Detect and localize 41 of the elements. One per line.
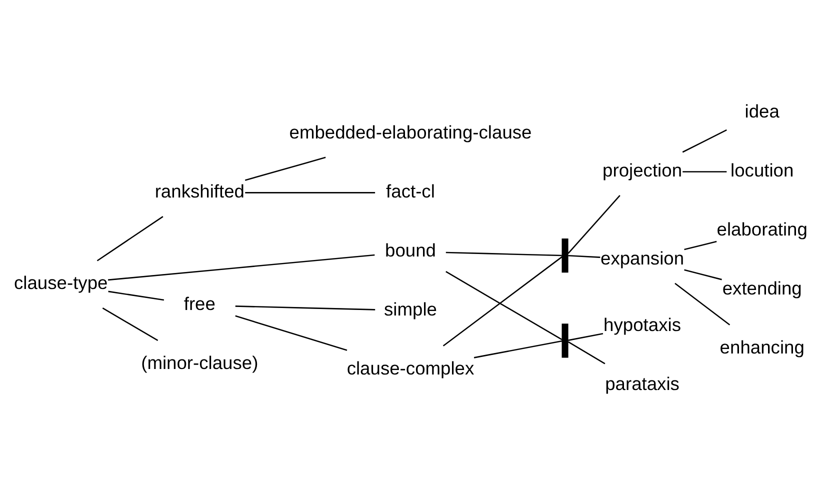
- node-text: idea: [744, 100, 780, 122]
- node-text: rankshifted: [154, 180, 244, 202]
- node-text: hypotaxis: [604, 314, 682, 336]
- node-bar: [562, 324, 568, 358]
- node-text: bound: [385, 239, 436, 260]
- node-text: enhancing: [720, 336, 804, 358]
- node-text: projection: [602, 160, 682, 181]
- connector: [446, 252, 562, 256]
- node-bar: [562, 238, 568, 273]
- node-text: clause-complex: [346, 357, 474, 378]
- connector: [674, 282, 730, 326]
- node-text: (minor-clause): [141, 352, 258, 374]
- node-text: free: [184, 293, 216, 314]
- connector: [442, 256, 563, 346]
- connector: [235, 306, 376, 310]
- node-text: clause-type: [14, 272, 108, 294]
- node-text: expansion: [600, 247, 684, 268]
- connector: [682, 129, 727, 153]
- connector: [96, 216, 164, 262]
- connector: [108, 254, 375, 281]
- connector: [108, 290, 164, 301]
- node-text: fact-cl: [386, 180, 435, 202]
- connector: [446, 271, 562, 340]
- connector: [568, 332, 604, 341]
- connector: [245, 192, 376, 194]
- node-text: simple: [384, 298, 437, 320]
- node-text: extending: [722, 277, 802, 298]
- connector: [568, 341, 606, 364]
- connector: [682, 171, 727, 172]
- node-text: elaborating: [716, 218, 808, 240]
- node-text: embedded-elaborating-clause: [289, 122, 532, 143]
- connector: [684, 269, 722, 280]
- connector: [684, 240, 717, 250]
- connector: [244, 156, 326, 181]
- connector: [102, 308, 158, 341]
- connector: [568, 254, 600, 258]
- connector: [235, 315, 348, 351]
- connector: [474, 340, 562, 358]
- node-text: parataxis: [605, 373, 680, 394]
- node-text: locution: [730, 160, 794, 181]
- connector: [568, 194, 620, 254]
